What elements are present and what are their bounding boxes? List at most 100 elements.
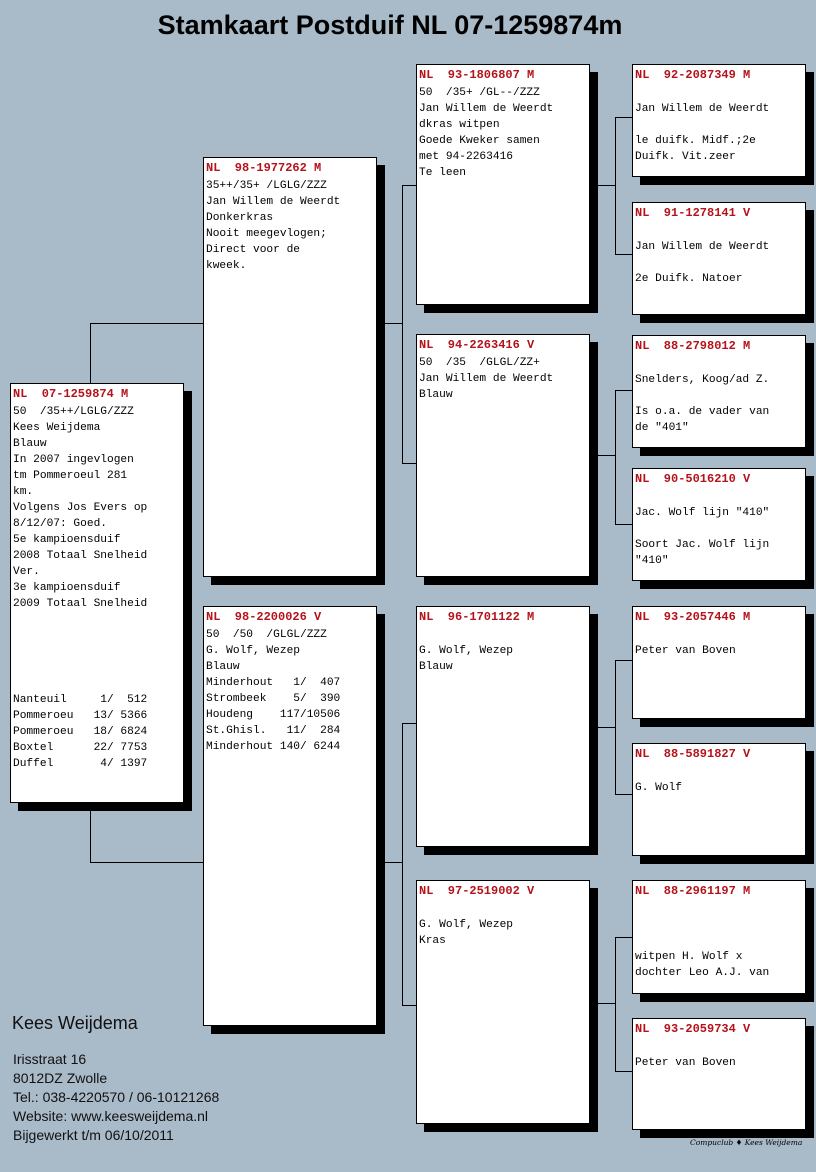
connector-line <box>615 117 616 254</box>
pigeon-info-line: dochter Leo A.J. van <box>635 967 770 979</box>
pigeon-info-line: Strombeek 5/ 390 <box>206 693 341 705</box>
pigeon-card-sds: NL 88-2798012 M Snelders, Koog/ad Z. Is o.… <box>632 335 806 448</box>
pigeon-info-line <box>633 521 805 537</box>
owner-contact: Irisstraat 16 8012DZ Zwolle Tel.: 038-42… <box>13 1050 219 1145</box>
ring-number: NL 07-1259874 M <box>13 387 129 401</box>
pigeon-info-line: Peter van Boven <box>635 1057 736 1069</box>
pigeon-info-line: 8/12/07: Goed. <box>13 518 107 530</box>
pigeon-info-line <box>633 933 805 949</box>
connector-line <box>402 1005 416 1006</box>
page-title: Stamkaart Postduif NL 07-1259874m <box>157 10 623 40</box>
ring-number: NL 97-2519002 V <box>419 884 535 898</box>
pigeon-info-line: G. Wolf, Wezep <box>206 645 300 657</box>
connector-line <box>615 254 632 255</box>
ring-number: NL 93-2059734 V <box>635 1022 751 1036</box>
pigeon-info-line: Snelders, Koog/ad Z. <box>635 374 770 386</box>
pigeon-info-line: 2009 Totaal Snelheid <box>13 598 148 610</box>
ring-number: NL 93-1806807 M <box>419 68 535 82</box>
pigeon-card-sire: NL 98-1977262 M 35++/35+ /LGLG/ZZZ Jan Wil… <box>203 157 377 577</box>
pigeon-info-line: 50 /35+ /GL--/ZZZ <box>419 87 540 99</box>
pigeon-info-line: Boxtel 22/ 7753 <box>13 742 148 754</box>
pigeon-info-line: 2008 Totaal Snelheid <box>13 550 148 562</box>
pigeon-info-line: Kras <box>419 935 446 947</box>
ring-number: NL 98-1977262 M <box>206 161 322 175</box>
connector-line <box>590 185 615 186</box>
owner-phone: Tel.: 038-4220570 / 06-10121268 <box>13 1089 220 1105</box>
pigeon-info-line <box>633 901 805 917</box>
pigeon-info-line: G. Wolf, Wezep <box>419 645 513 657</box>
pigeon-info-line: 50 /35 /GLGL/ZZ+ <box>419 357 540 369</box>
pigeon-info-line: met 94-2263416 <box>419 151 513 163</box>
connector-line <box>90 862 203 863</box>
pigeon-info-line: Pommeroeu 18/ 6824 <box>13 726 148 738</box>
pigeon-info-line <box>11 644 183 660</box>
footer-credit: Compuclub ♦ Kees Weijdema <box>690 1138 803 1147</box>
connector-line <box>615 937 632 938</box>
pigeon-info-line <box>11 612 183 628</box>
pigeon-info-line: Blauw <box>206 661 240 673</box>
pigeon-info-line <box>633 489 805 505</box>
pigeon-info-line: dkras witpen <box>419 119 500 131</box>
connector-line <box>402 185 416 186</box>
pigeon-info-line <box>633 255 805 271</box>
pigeon-info-line <box>11 676 183 692</box>
connector-line <box>615 660 632 661</box>
pigeon-info-line: Jan Willem de Weerdt <box>635 103 770 115</box>
ring-number: NL 88-2798012 M <box>635 339 751 353</box>
pigeon-info-line: Duifk. Vit.zeer <box>635 151 736 163</box>
ring-number: NL 90-5016210 V <box>635 472 751 486</box>
pigeon-info-line: Pommeroeu 13/ 5366 <box>13 710 148 722</box>
pigeon-info-line: Jac. Wolf lijn "410" <box>635 507 770 519</box>
pigeon-info-line <box>633 627 805 643</box>
connector-line <box>402 723 416 724</box>
connector-line <box>402 723 403 1005</box>
pigeon-info-line: 2e Duifk. Natoer <box>635 273 743 285</box>
connector-line <box>402 185 403 463</box>
ring-number: NL 96-1701122 M <box>419 610 535 624</box>
pigeon-info-line <box>633 356 805 372</box>
pigeon-info-line: Peter van Boven <box>635 645 736 657</box>
pigeon-info-line: Donkerkras <box>206 212 274 224</box>
ring-number: NL 88-5891827 V <box>635 747 751 761</box>
pigeon-info-line <box>11 628 183 644</box>
owner-address: Irisstraat 16 <box>13 1051 87 1067</box>
connector-line <box>615 1071 632 1072</box>
pigeon-info-line <box>633 388 805 404</box>
connector-line <box>615 794 632 795</box>
connector-line <box>615 117 632 118</box>
pigeon-info-line: Blauw <box>419 661 453 673</box>
connector-line <box>90 323 203 324</box>
pigeon-info-line: G. Wolf, Wezep <box>419 919 513 931</box>
pigeon-info-line: Blauw <box>419 389 453 401</box>
connector-line <box>615 390 616 524</box>
connector-line <box>615 660 616 794</box>
updated-date: Bijgewerkt t/m 06/10/2011 <box>13 1127 174 1143</box>
pigeon-info-line: "410" <box>635 555 669 567</box>
connector-line <box>590 455 615 456</box>
pigeon-info-line: 5e kampioensduif <box>13 534 121 546</box>
pigeon-info-line: 35++/35+ /LGLG/ZZZ <box>206 180 327 192</box>
connector-line <box>376 862 402 863</box>
pigeon-info-line: Volgens Jos Evers op <box>13 502 148 514</box>
pigeon-info-line: Is o.a. de vader van <box>635 406 770 418</box>
connector-line <box>615 524 632 525</box>
pigeon-info-line: Ver. <box>13 566 40 578</box>
pigeon-info-line: Houdeng 117/10506 <box>206 709 341 721</box>
pigeon-info-line: Nooit meegevlogen; <box>206 228 327 240</box>
ring-number: NL 92-2087349 M <box>635 68 751 82</box>
pigeon-info-line: Goede Kweker samen <box>419 135 540 147</box>
connector-line <box>402 463 416 464</box>
pigeon-info-line: de "401" <box>635 422 689 434</box>
pigeon-info-line: Jan Willem de Weerdt <box>206 196 341 208</box>
connector-line <box>90 802 91 862</box>
